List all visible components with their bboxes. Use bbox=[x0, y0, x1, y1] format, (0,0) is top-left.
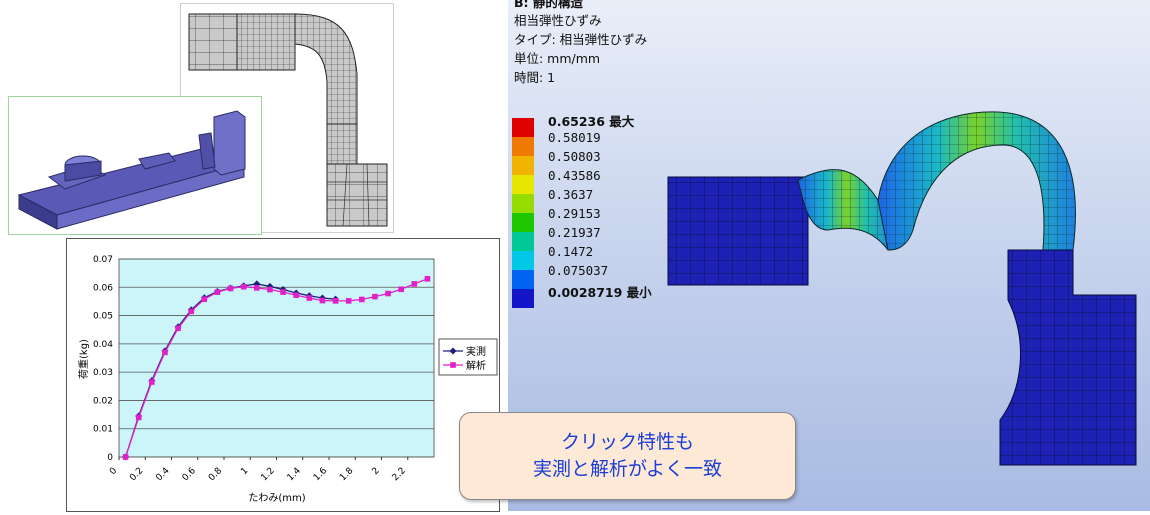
result-time: 時間: 1 bbox=[514, 70, 556, 85]
3d-model-drawing bbox=[17, 110, 246, 230]
legend-label: 0.1472 bbox=[548, 244, 594, 259]
plot-area bbox=[118, 258, 435, 458]
legend-label: 0.65236 最大 bbox=[548, 114, 635, 129]
y-tick-label: 0.06 bbox=[93, 283, 113, 293]
x-tick-label: 0.6 bbox=[181, 466, 198, 483]
x-tick-label: 1.8 bbox=[338, 466, 355, 483]
data-point bbox=[411, 281, 418, 287]
x-tick-label: 0.4 bbox=[154, 466, 171, 483]
y-axis-label: 荷重(kg) bbox=[77, 339, 90, 379]
series-group bbox=[122, 276, 431, 461]
y-tick-label: 0.01 bbox=[93, 425, 113, 435]
y-tick-label: 0.05 bbox=[93, 312, 113, 322]
legend-label: 0.3637 bbox=[548, 187, 594, 202]
data-point bbox=[240, 283, 247, 290]
y-tick-label: 0 bbox=[107, 453, 113, 463]
data-point bbox=[280, 289, 286, 295]
legend-swatch bbox=[512, 251, 534, 270]
legend-label: 解析 bbox=[466, 359, 486, 372]
data-point bbox=[149, 379, 155, 385]
x-tick-label: 1.4 bbox=[286, 466, 303, 483]
legend-swatch bbox=[512, 137, 534, 156]
load-deflection-chart: 0 0.01 0.02 0.03 0.04 0.05 0.06 0.07 0 0.2 0.4 0.6… bbox=[66, 238, 500, 512]
result-unit: 単位: mm/mm bbox=[514, 51, 601, 66]
legend-label: 0.58019 bbox=[548, 130, 601, 145]
grid-lines bbox=[118, 258, 434, 460]
y-tick-label: 0.04 bbox=[93, 340, 113, 350]
summary-callout: クリック特性も 実測と解析がよく一致 bbox=[459, 412, 796, 500]
data-point bbox=[254, 285, 260, 291]
y-tick-label: 0.03 bbox=[93, 368, 113, 378]
x-tick-label: 1.6 bbox=[312, 466, 329, 483]
legend-swatch bbox=[512, 213, 534, 232]
legend-label: 0.075037 bbox=[548, 263, 609, 278]
legend-swatch bbox=[512, 289, 534, 308]
x-tick-label: 2 bbox=[370, 466, 381, 477]
x-tick-label: 1.2 bbox=[259, 466, 276, 483]
callout-line-2: 実測と解析がよく一致 bbox=[532, 458, 723, 480]
legend-swatch bbox=[512, 232, 534, 251]
legend-label: 0.0028719 最小 bbox=[548, 285, 652, 300]
data-point bbox=[267, 286, 273, 293]
x-tick-label: 1 bbox=[239, 466, 250, 477]
data-point bbox=[359, 296, 365, 303]
data-point bbox=[135, 414, 142, 421]
x-axis-label: たわみ(mm) bbox=[248, 492, 305, 504]
2d-mesh-drawing bbox=[188, 13, 388, 227]
result-name: 相当弾性ひずみ bbox=[514, 13, 602, 28]
legend-label: 0.50803 bbox=[548, 149, 601, 164]
legend-swatch bbox=[512, 270, 534, 289]
data-point bbox=[175, 325, 181, 332]
data-point bbox=[162, 349, 168, 356]
data-point bbox=[306, 295, 313, 301]
data-point bbox=[372, 293, 378, 300]
legend-swatch bbox=[512, 118, 534, 137]
data-point bbox=[385, 290, 391, 297]
y-tick-label: 0.02 bbox=[93, 396, 113, 406]
result-type: タイプ: 相当弾性ひずみ bbox=[514, 32, 648, 47]
y-tick-label: 0.07 bbox=[93, 255, 113, 265]
analysis-title: B: 静的構造 bbox=[514, 0, 583, 10]
chart-svg: 0 0.01 0.02 0.03 0.04 0.05 0.06 0.07 0 0.2 0.4 0.6… bbox=[77, 255, 498, 504]
legend-marker bbox=[450, 362, 456, 368]
legend-marker bbox=[449, 347, 457, 355]
legend-swatch bbox=[512, 175, 534, 194]
data-point bbox=[214, 289, 221, 295]
legend-swatch bbox=[512, 194, 534, 213]
x-tick-label: 0 bbox=[108, 466, 119, 477]
data-point bbox=[345, 298, 352, 304]
deformed-mesh bbox=[667, 111, 1137, 466]
x-tick-label: 0.2 bbox=[128, 466, 145, 483]
x-tick-label: 0.8 bbox=[207, 466, 224, 483]
legend-label: 0.21937 bbox=[548, 225, 601, 240]
legend-label: 実測 bbox=[466, 345, 486, 358]
x-tick-label: 2.2 bbox=[391, 466, 408, 483]
legend-box bbox=[438, 338, 498, 376]
3d-model-view bbox=[8, 96, 262, 235]
legend-label: 0.43586 bbox=[548, 168, 601, 183]
callout-line-1: クリック特性も bbox=[560, 431, 694, 453]
y-tick-labels: 0 0.01 0.02 0.03 0.04 0.05 0.06 0.07 bbox=[93, 255, 113, 463]
data-point bbox=[201, 296, 208, 302]
legend-swatch bbox=[512, 156, 534, 175]
x-tick-labels: 0 0.2 0.4 0.6 0.8 1 1.2 1.4 1.6 1.8 2 2.2 bbox=[108, 466, 408, 483]
data-point bbox=[227, 285, 234, 292]
legend-label: 0.29153 bbox=[548, 206, 601, 221]
data-point bbox=[122, 454, 129, 460]
data-point bbox=[332, 298, 339, 304]
data-point bbox=[293, 292, 299, 299]
data-point bbox=[398, 286, 404, 293]
data-point bbox=[424, 276, 431, 282]
data-point bbox=[319, 297, 326, 304]
data-point bbox=[188, 308, 194, 315]
